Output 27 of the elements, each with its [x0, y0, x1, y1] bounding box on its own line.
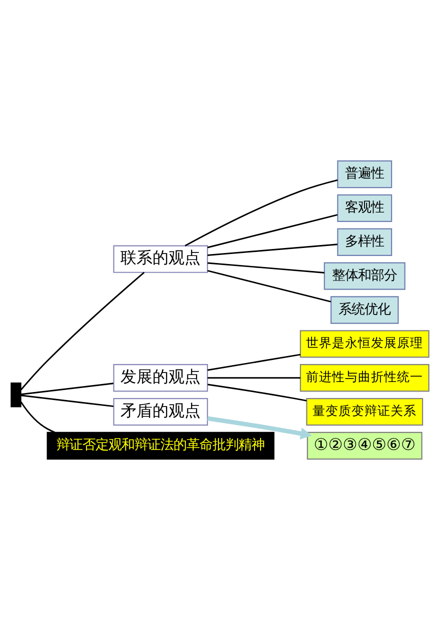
arrow [207, 416, 312, 440]
node-box: 整体和部分 [324, 262, 406, 290]
connector [207, 244, 338, 256]
node-box: 辩证否定观和辩证法的革命批判精神 [46, 432, 274, 460]
connector [20, 401, 56, 434]
node-box: 普遍性 [337, 160, 392, 188]
node-box: 前进性与曲折性统一 [300, 364, 430, 392]
connector [207, 354, 301, 371]
connector [208, 377, 300, 379]
connector [208, 384, 307, 402]
node-box: 世界是永恒发展原理 [300, 330, 430, 358]
node-box: 多样性 [337, 228, 392, 256]
connector [20, 394, 114, 408]
node-box: 量变质变辩证关系 [306, 398, 424, 426]
node-box: 系统优化 [330, 296, 399, 324]
connector [184, 179, 338, 246]
connector [20, 382, 114, 396]
node-box: ①②③④⑤⑥⑦ [306, 432, 422, 460]
node-box: 客观性 [337, 194, 392, 222]
node-bar [10, 382, 22, 408]
connector [207, 214, 338, 248]
node-box: 联系的观点 [113, 245, 208, 273]
connector [207, 262, 324, 274]
node-box: 矛盾的观点 [113, 398, 208, 426]
connector [20, 272, 145, 390]
node-box: 发展的观点 [113, 364, 208, 392]
connector [207, 270, 331, 302]
